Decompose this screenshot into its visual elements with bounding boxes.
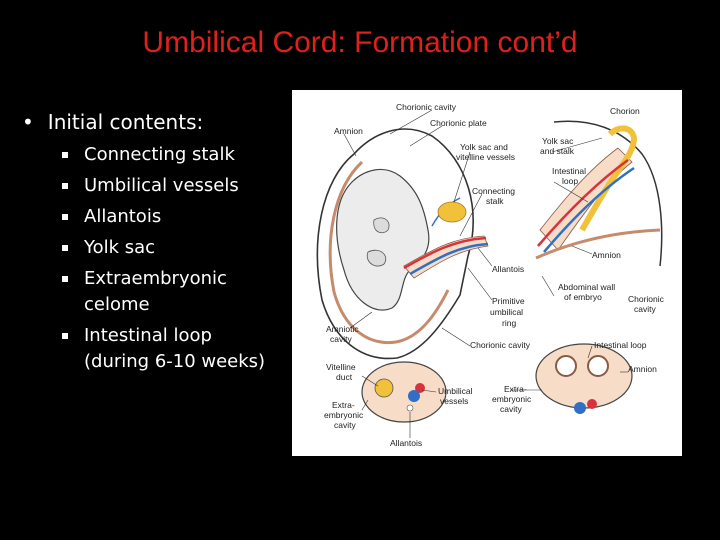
- label: ring: [502, 318, 516, 328]
- label: Umbilical: [438, 386, 473, 396]
- embryo-limb-upper: [373, 217, 390, 234]
- label: Chorionic: [628, 294, 665, 304]
- label: Yolk sac: [542, 136, 574, 146]
- label: Amniotic: [326, 324, 359, 334]
- label: of embryo: [564, 292, 602, 302]
- umbilical-artery-left: [403, 236, 487, 270]
- label: embryonic: [492, 394, 532, 404]
- yolk-stalk-right: [579, 125, 638, 232]
- label: Chorionic cavity: [470, 340, 531, 350]
- diagram-svg: Chorionic cavity Chorionic plate Amnion …: [316, 102, 665, 448]
- vitelline-duct-circle: [374, 378, 394, 398]
- list-item: Allantois: [62, 204, 292, 230]
- umbilical-vein-left: [409, 242, 489, 276]
- label: Allantois: [492, 264, 524, 274]
- label: Primitive: [492, 296, 525, 306]
- label: Connecting: [472, 186, 515, 196]
- allantois-circle: [406, 404, 414, 412]
- chorion-arc: [553, 120, 663, 267]
- label: Chorionic cavity: [396, 102, 457, 112]
- cross-section-left: [361, 361, 447, 423]
- yolk-sac-left: [437, 201, 467, 223]
- contents-list: Connecting stalk Umbilical vessels Allan…: [22, 142, 292, 375]
- label: vessels: [440, 396, 468, 406]
- label: cavity: [334, 420, 356, 430]
- label: Vitelline: [326, 362, 356, 372]
- square-bullet-icon: [62, 333, 68, 339]
- list-item: Yolk sac: [62, 235, 292, 261]
- square-bullet-icon: [62, 214, 68, 220]
- artery-circle-left: [415, 383, 425, 393]
- label: Extra-: [332, 400, 355, 410]
- label: Chorion: [610, 106, 640, 116]
- list-item: Intestinal loop(during 6-10 weeks): [62, 323, 292, 375]
- umbilical-cord-diagram: Chorionic cavity Chorionic plate Amnion …: [292, 90, 682, 456]
- label: cavity: [634, 304, 656, 314]
- embryo-limb-lower: [366, 249, 387, 267]
- square-bullet-icon: [62, 245, 68, 251]
- list-item: Umbilical vessels: [62, 173, 292, 199]
- vein-circle-right: [574, 402, 586, 414]
- label: Amnion: [592, 250, 621, 260]
- heading-text: Initial contents:: [47, 110, 204, 134]
- label: Abdominal wall: [558, 282, 615, 292]
- vein-circle-left: [408, 390, 420, 402]
- label: duct: [336, 372, 353, 382]
- slide-title: Umbilical Cord: Formation cont’d: [142, 26, 578, 59]
- intestinal-loop-circle-1: [555, 355, 577, 377]
- cross-section-right: [535, 343, 633, 409]
- label: cavity: [330, 334, 352, 344]
- artery-right: [537, 158, 629, 247]
- slide-content: • Initial contents: Connecting stalk Umb…: [22, 110, 292, 380]
- label: loop: [562, 176, 578, 186]
- label: Chorionic plate: [430, 118, 487, 128]
- list-item: Connecting stalk: [62, 142, 292, 168]
- label: cavity: [500, 404, 522, 414]
- label: embryonic: [324, 410, 364, 420]
- label: Intestinal: [552, 166, 586, 176]
- leader-lines: [343, 109, 628, 438]
- label: Yolk sac and: [460, 142, 508, 152]
- label: Allantois: [390, 438, 422, 448]
- label: Amnion: [334, 126, 363, 136]
- label: stalk: [486, 196, 504, 206]
- square-bullet-icon: [62, 276, 68, 282]
- vein-right: [543, 166, 635, 253]
- bullet-dot-icon: •: [22, 110, 34, 134]
- intestinal-loop-circle-2: [587, 355, 609, 377]
- label: and stalk: [540, 146, 575, 156]
- abdominal-wall-right: [535, 228, 661, 260]
- label: umbilical: [490, 307, 523, 317]
- square-bullet-icon: [62, 152, 68, 158]
- label: Amnion: [628, 364, 657, 374]
- artery-circle-right: [587, 399, 597, 409]
- label: Intestinal loop: [594, 340, 647, 350]
- diagram-labels: Chorionic cavity Chorionic plate Amnion …: [324, 102, 665, 448]
- label: Extra-: [504, 384, 527, 394]
- bullet-heading: • Initial contents:: [22, 110, 292, 134]
- square-bullet-icon: [62, 183, 68, 189]
- label: vitelline vessels: [456, 152, 515, 162]
- amnion-membrane: [328, 160, 450, 345]
